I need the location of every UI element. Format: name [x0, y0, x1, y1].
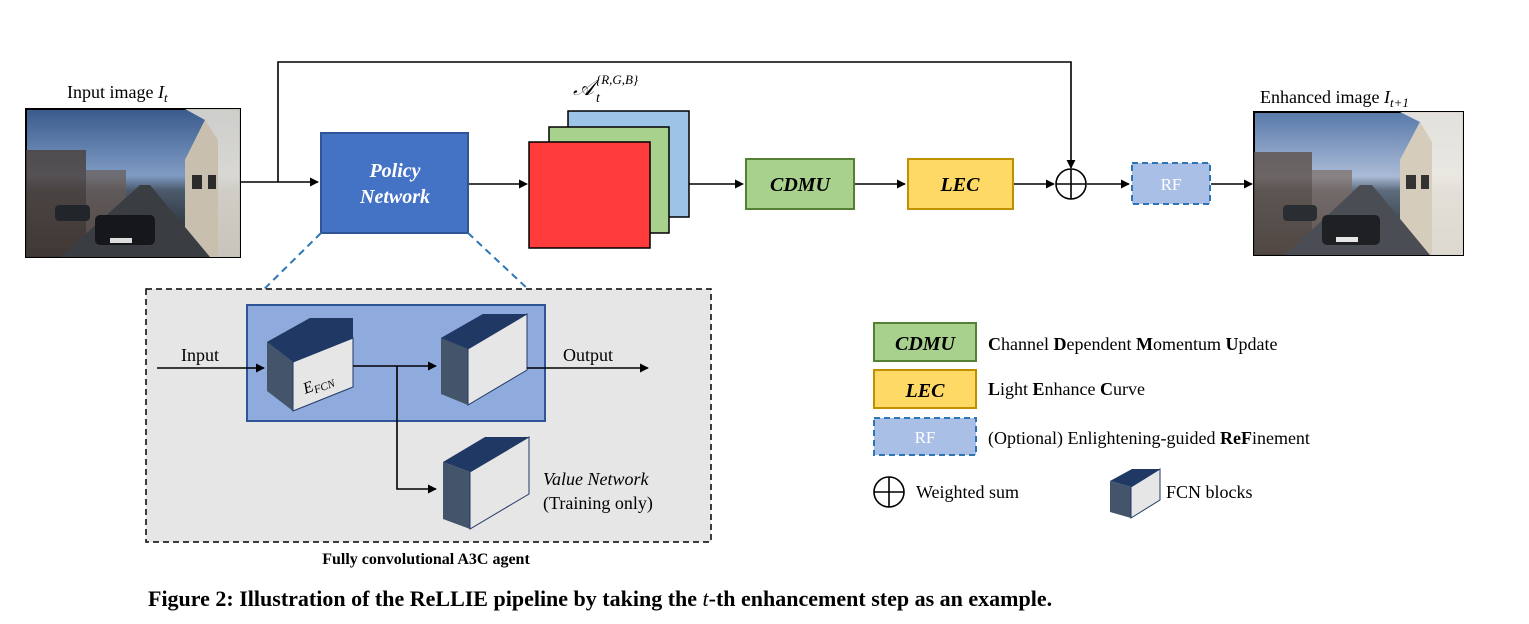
input-image-label: Input image It [67, 82, 168, 105]
rf-box: RF [1131, 162, 1211, 205]
legend-cdmu-desc: Channel Dependent Momentum Update [988, 334, 1277, 354]
fcn-block-policy-head [441, 313, 528, 406]
agent-output-label: Output [563, 345, 613, 365]
policy-network-line2: Network [359, 186, 430, 208]
legend-cdmu-box-label: CDMU [895, 333, 957, 355]
action-map-red [528, 141, 651, 249]
figure-caption: Figure 2: Illustration of the ReLLIE pip… [148, 586, 1052, 611]
legend-weighted-sum: Weighted sum [873, 476, 1019, 508]
cdmu-box: CDMU [745, 158, 855, 210]
legend: CDMU Channel Dependent Momentum Update L… [873, 322, 1310, 519]
output-image [1253, 111, 1464, 256]
action-map-superscript: {R,G,B} [596, 72, 639, 87]
flow-arrows [240, 177, 1253, 189]
efcn-block: EFCN [267, 318, 354, 412]
output-image-label: Enhanced image It+1 [1260, 87, 1409, 110]
fcn-block-value-network [443, 436, 530, 530]
legend-fcn-blocks-label: FCN blocks [1166, 482, 1253, 502]
value-network-label: Value Network [543, 469, 649, 489]
policy-network-line1: Policy [368, 160, 420, 182]
legend-fcn-blocks: FCN blocks [1110, 468, 1253, 519]
agent-caption: Fully convolutional A3C agent [322, 551, 530, 568]
legend-lec-box-label: LEC [905, 380, 946, 402]
lec-label: LEC [940, 174, 981, 196]
legend-rf-box-label: RF [915, 428, 936, 447]
input-image [25, 108, 241, 258]
weighted-sum-node [1055, 168, 1087, 200]
value-network-note: (Training only) [543, 493, 653, 514]
action-map-subscript: t [596, 91, 601, 106]
legend-rf: RF (Optional) Enlightening-guided ReFine… [873, 417, 1310, 456]
fcn-block-icon [1110, 468, 1161, 519]
lec-box: LEC [907, 158, 1014, 210]
policy-network-box: Policy Network [320, 132, 469, 234]
legend-lec-desc: Light Enhance Curve [988, 379, 1145, 399]
agent-input-label: Input [181, 345, 219, 365]
skip-connection [277, 61, 1076, 182]
action-maps [528, 110, 690, 249]
legend-cdmu: CDMU Channel Dependent Momentum Update [873, 322, 1277, 362]
legend-rf-desc: (Optional) Enlightening-guided ReFinemen… [988, 428, 1310, 449]
rf-label: RF [1161, 175, 1182, 194]
cdmu-label: CDMU [770, 174, 832, 196]
legend-weighted-sum-label: Weighted sum [916, 482, 1019, 502]
legend-lec: LEC Light Enhance Curve [873, 369, 1145, 409]
a3c-agent-panel: Input EFCN Output Value Netw [145, 288, 712, 568]
